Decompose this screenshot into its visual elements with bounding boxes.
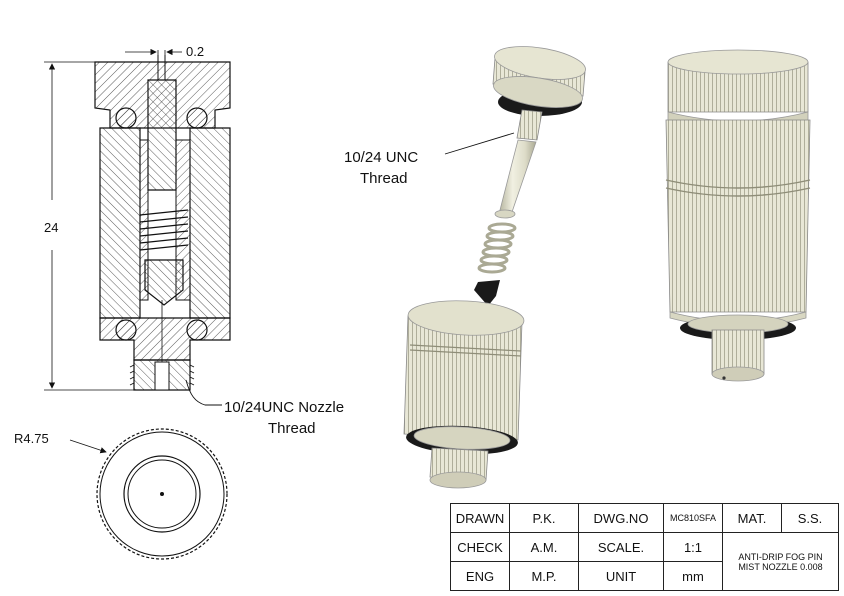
height-dimension: 24 [44,61,134,391]
plunger [144,259,184,306]
gap-dimension: 0.2 [125,44,204,59]
assembled-view [665,49,811,382]
description-cell: ANTI-DRIP FOG PIN MIST NOZZLE 0.008 [722,532,839,591]
unit-label: UNIT [578,561,664,591]
top-knob [492,46,586,116]
lower-body [403,300,525,489]
o-ring-bottom-left [115,319,137,341]
center-pin [147,79,177,191]
exploded-view: 10/24 UNC Thread [344,46,586,489]
title-block: DRAWN P.K. DWG.NO MC810SFA MAT. S.S. CHE… [450,503,839,591]
thread-label-1: 10/24 UNC [344,149,418,166]
drawn-value: P.K. [509,503,579,533]
eng-label: ENG [450,561,510,591]
o-ring-bottom-right [186,319,208,341]
spring-section [139,209,189,251]
radius-label: R4.75 [14,431,49,446]
dwg-label: DWG.NO [578,503,664,533]
nozzle-thread-label-1: 10/24UNC Nozzle [224,399,344,416]
gap-label: 0.2 [186,44,204,59]
check-value: A.M. [509,532,579,562]
description-line-1: ANTI-DRIP FOG PIN [738,551,823,562]
spring-3d [477,222,517,274]
height-label: 24 [44,220,58,235]
scale-value: 1:1 [663,532,723,562]
drawn-label: DRAWN [450,503,510,533]
dwg-value: MC810SFA [663,503,723,533]
thread-label-2: Thread [360,170,408,187]
nozzle-thread-callout: 10/24UNC Nozzle Thread [185,379,344,437]
description-line-2: MIST NOZZLE 0.008 [738,561,823,572]
eng-value: M.P. [509,561,579,591]
section-view [94,55,231,391]
o-ring-top-right [186,107,208,129]
unit-value: mm [663,561,723,591]
pin-stem [494,109,543,219]
check-label: CHECK [450,532,510,562]
top-view: R4.75 [14,428,228,560]
scale-label: SCALE. [578,532,664,562]
o-ring-top-left [115,107,137,129]
mat-label: MAT. [722,503,782,533]
assembled-body [665,119,811,313]
seal-tip [474,280,500,306]
nozzle-thread-label-2: Thread [268,420,316,437]
mat-value: S.S. [781,503,839,533]
